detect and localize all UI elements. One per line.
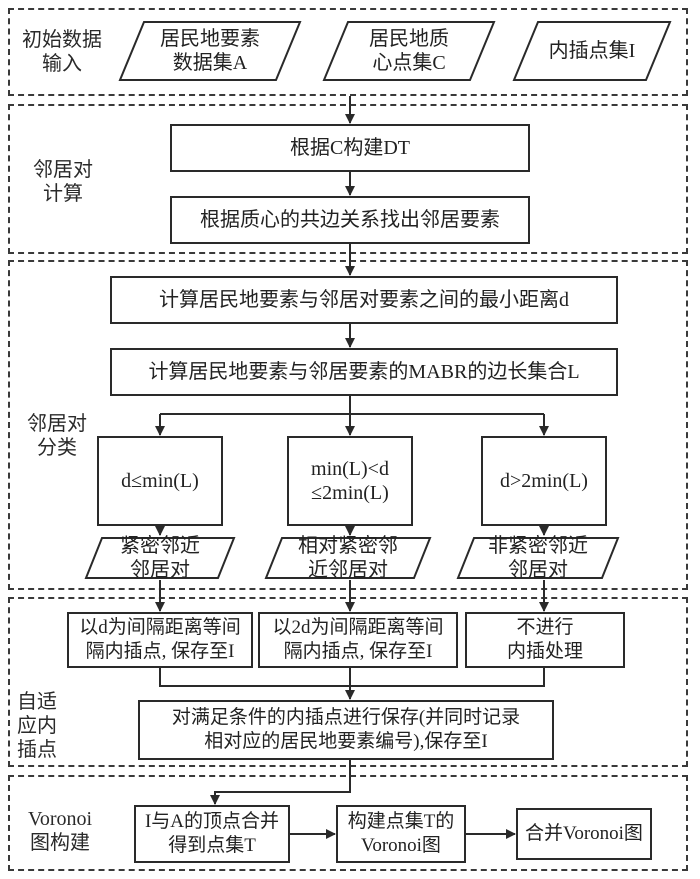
section-neighbor-pair-calculation [8,104,688,254]
step-mabr-edges: 计算居民地要素与邻居要素的MABR的边长集合L [110,348,618,396]
section-label-interpolation: 自适 应内 插点 [17,691,57,761]
section-label-neighbor-class: 邻居对 分类 [27,413,87,459]
section-neighbor-pair-classification [8,260,688,590]
input-centroid-set-c: 居民地质 心点集C [322,20,496,82]
section-label-input: 初始数据 输入 [22,29,102,75]
voronoi-merge-diagram: 合并Voronoi图 [516,808,652,860]
class-not-close-neighbor-pair: 非紧密邻近 邻居对 [456,535,620,581]
input-centroid-set-c-label: 居民地质 心点集C [369,28,449,74]
parallelogram-shape [264,537,432,579]
condition-close: d≤min(L) [97,436,223,526]
input-dataset-a-label: 居民地要素 数据集A [160,28,260,74]
parallelogram-shape [118,21,302,81]
condition-relatively-close: min(L)<d ≤2min(L) [287,436,413,526]
input-interp-set-i: 内插点集I [512,20,672,82]
voronoi-build-diagram: 构建点集T的 Voronoi图 [336,805,466,863]
step-build-dt: 根据C构建DT [170,124,530,172]
condition-not-close: d>2min(L) [481,436,607,526]
action-interp-d: 以d为间隔距离等间 隔内插点, 保存至I [67,612,253,668]
voronoi-merge-points: I与A的顶点合并 得到点集T [134,805,290,863]
class-relatively-close-neighbor-pair: 相对紧密邻 近邻居对 [264,535,432,581]
parallelogram-shape [456,537,620,579]
class-not-close-label: 非紧密邻近 邻居对 [488,535,588,581]
class-relatively-close-label: 相对紧密邻 近邻居对 [298,535,398,581]
class-close-label: 紧密邻近 邻居对 [120,535,200,581]
section-initial-data-input [8,8,688,96]
parallelogram-shape [322,21,496,81]
parallelogram-shape [84,537,236,579]
step-save-interp-points: 对满足条件的内插点进行保存(并同时记录 相对应的居民地要素编号),保存至I [138,700,554,760]
section-label-neighbor-calc: 邻居对 计算 [33,159,93,205]
class-close-neighbor-pair: 紧密邻近 邻居对 [84,535,236,581]
section-label-voronoi: Voronoi 图构建 [27,808,93,854]
input-dataset-a: 居民地要素 数据集A [118,20,302,82]
action-no-interp: 不进行 内插处理 [465,612,625,668]
step-find-neighbors: 根据质心的共边关系找出邻居要素 [170,196,530,244]
parallelogram-shape [512,21,672,81]
action-interp-2d: 以2d为间隔距离等间 隔内插点, 保存至I [258,612,458,668]
step-min-distance: 计算居民地要素与邻居对要素之间的最小距离d [110,276,618,324]
input-interp-set-i-label: 内插点集I [548,40,636,62]
